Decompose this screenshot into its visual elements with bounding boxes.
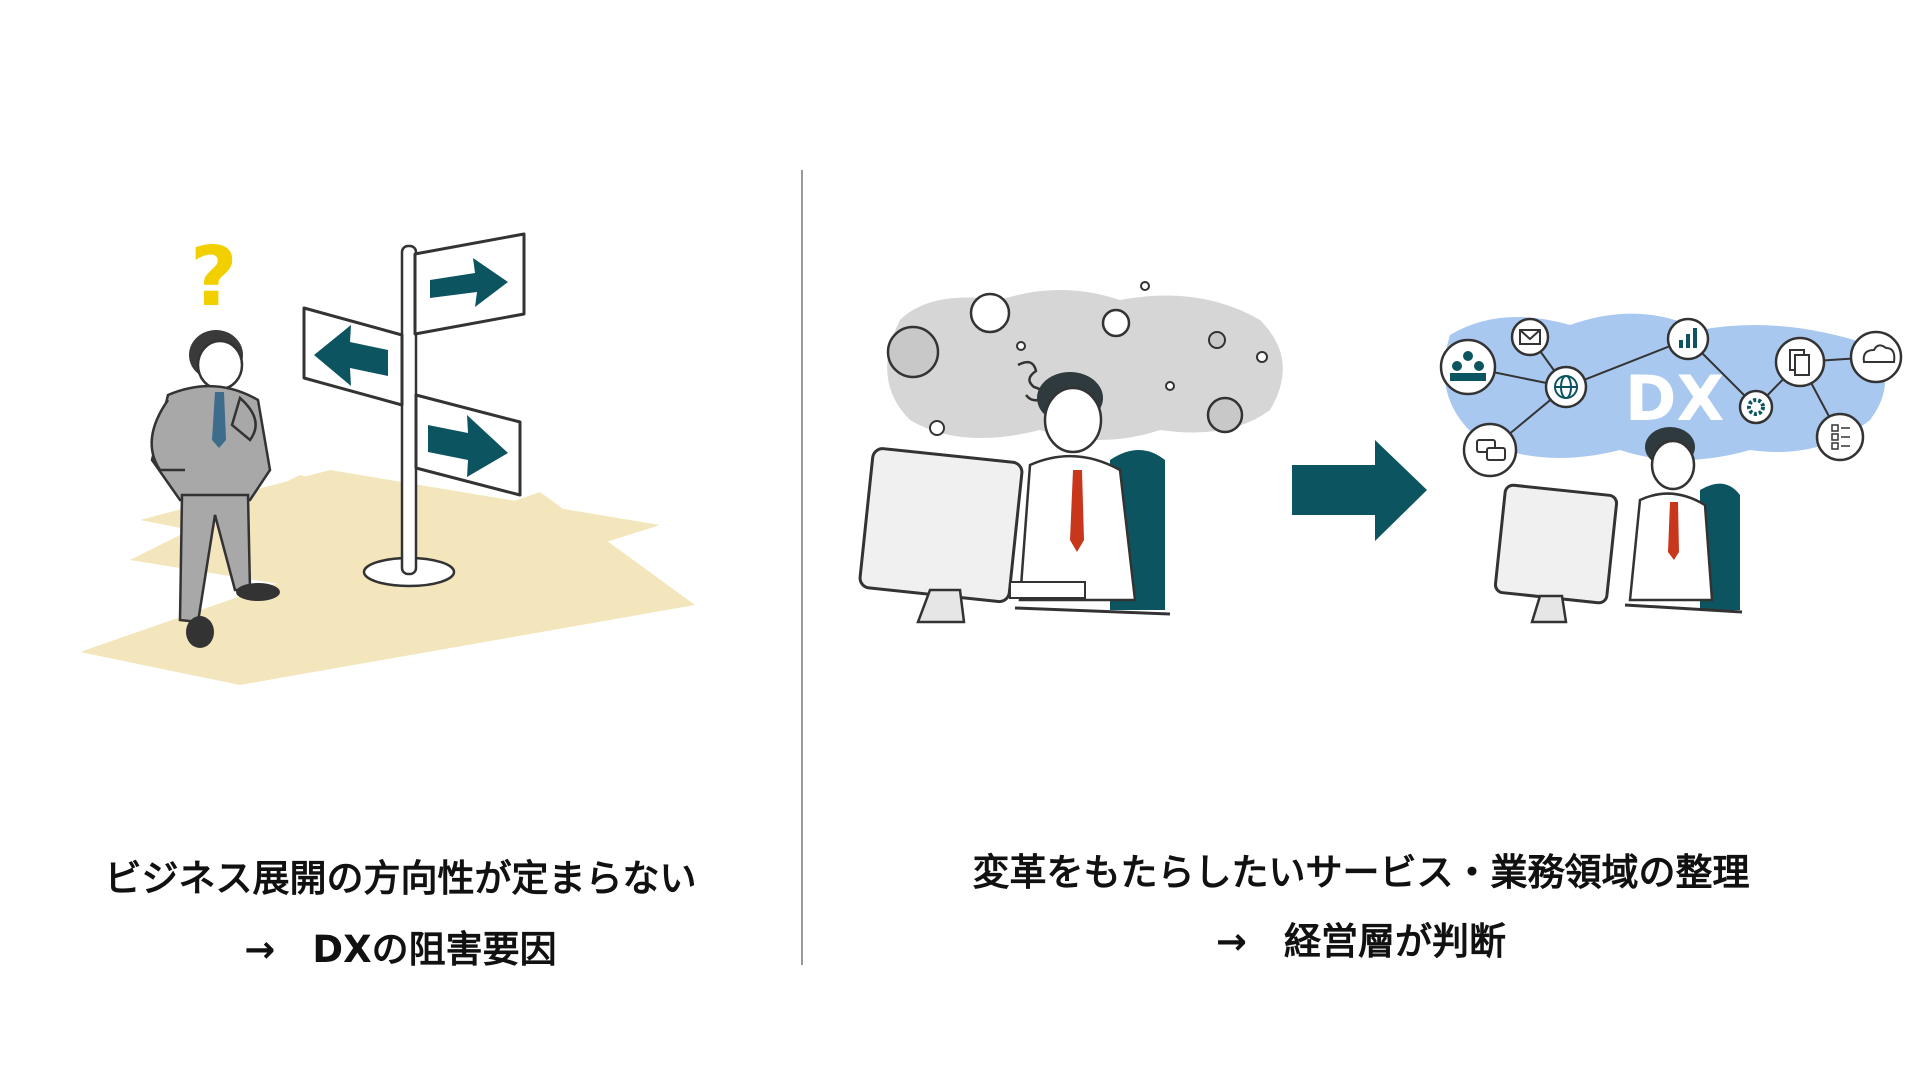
mail-icon	[1512, 319, 1548, 355]
fog-bubble	[930, 421, 944, 435]
left-panel: ? ビジネス展開の方向性が定まらない → DXの阻害要因	[0, 0, 801, 1080]
documents-icon	[1776, 338, 1824, 386]
question-mark-icon: ?	[190, 230, 238, 325]
right-panel: DX 変革をもたらし	[802, 0, 1920, 1080]
checklist-icon	[1817, 414, 1863, 460]
fog-bubble	[1257, 352, 1267, 362]
fog-bubble	[1208, 398, 1242, 432]
fog-bubble	[1017, 342, 1025, 350]
monitor	[859, 448, 1023, 603]
cloud-icon	[1851, 332, 1901, 382]
dx-label: DX	[1625, 362, 1724, 435]
fog-bubble	[1141, 282, 1149, 290]
crossroads-illustration: ?	[70, 215, 710, 685]
left-caption-line1: ビジネス展開の方向性が定まらない	[0, 857, 801, 901]
fog-bubble	[971, 294, 1009, 332]
gear-icon	[1740, 391, 1772, 423]
fog-bubble	[888, 327, 938, 377]
right-caption-line1: 変革をもたらしたいサービス・業務領域の整理	[802, 851, 1920, 895]
monitor	[1495, 484, 1618, 603]
transition-arrow-icon	[1292, 440, 1427, 541]
people-icon	[1441, 340, 1495, 394]
fog-bubble	[1209, 332, 1225, 348]
left-caption-line2: → DXの阻害要因	[0, 928, 801, 972]
chat-icon	[1464, 424, 1516, 476]
fog-bubble	[1166, 382, 1174, 390]
dx-transition-illustration: DX	[802, 250, 1920, 640]
right-caption-line2: → 経営層が判断	[802, 920, 1920, 964]
globe-icon	[1546, 367, 1586, 407]
bar-chart-icon	[1668, 319, 1708, 359]
fog-bubble	[1103, 310, 1129, 336]
